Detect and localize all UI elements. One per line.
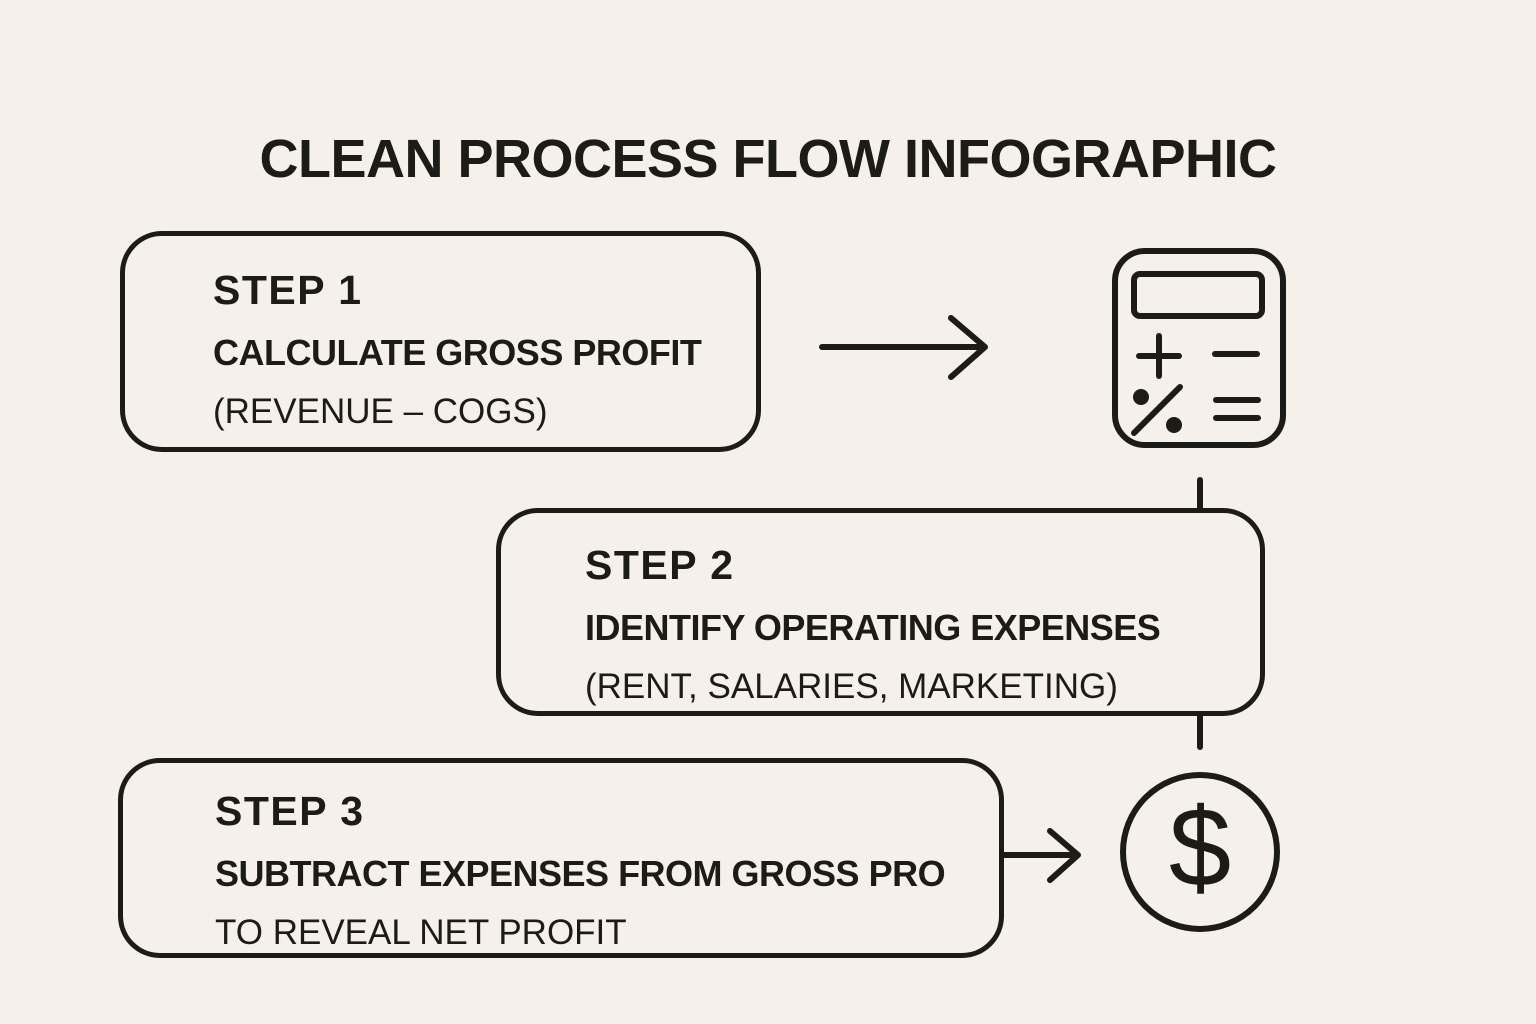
step-3-label: STEP 3 xyxy=(215,788,365,834)
dollar-coin-icon: $ xyxy=(1120,772,1280,932)
step-3-box: STEP 3 SUBTRACT EXPENSES FROM GROSS PRO … xyxy=(118,758,1004,958)
calculator-icon xyxy=(1112,248,1286,448)
arrow-right-icon xyxy=(1001,828,1081,883)
arrow-right-icon xyxy=(819,315,988,380)
dollar-sign: $ xyxy=(1168,785,1232,910)
connector-line-calculator-to-step2 xyxy=(1197,477,1203,510)
step-2-label: STEP 2 xyxy=(585,542,735,588)
step-1-description: CALCULATE GROSS PROFIT xyxy=(213,332,702,373)
step-1-detail: (REVENUE – COGS) xyxy=(213,392,548,431)
page-title: CLEAN PROCESS FLOW INFOGRAPHIC xyxy=(259,129,1277,190)
step-1-box: STEP 1 CALCULATE GROSS PROFIT (REVENUE –… xyxy=(120,231,761,452)
step-1-label: STEP 1 xyxy=(213,267,363,313)
step-3-description: SUBTRACT EXPENSES FROM GROSS PRO xyxy=(215,853,946,894)
step-3-detail: TO REVEAL NET PROFIT xyxy=(215,913,627,952)
step-2-description: IDENTIFY OPERATING EXPENSES xyxy=(585,607,1161,648)
connector-line-step2-to-dollar xyxy=(1197,714,1203,750)
step-2-box: STEP 2 IDENTIFY OPERATING EXPENSES (RENT… xyxy=(496,508,1265,716)
step-2-detail: (RENT, SALARIES, MARKETING) xyxy=(585,667,1118,706)
